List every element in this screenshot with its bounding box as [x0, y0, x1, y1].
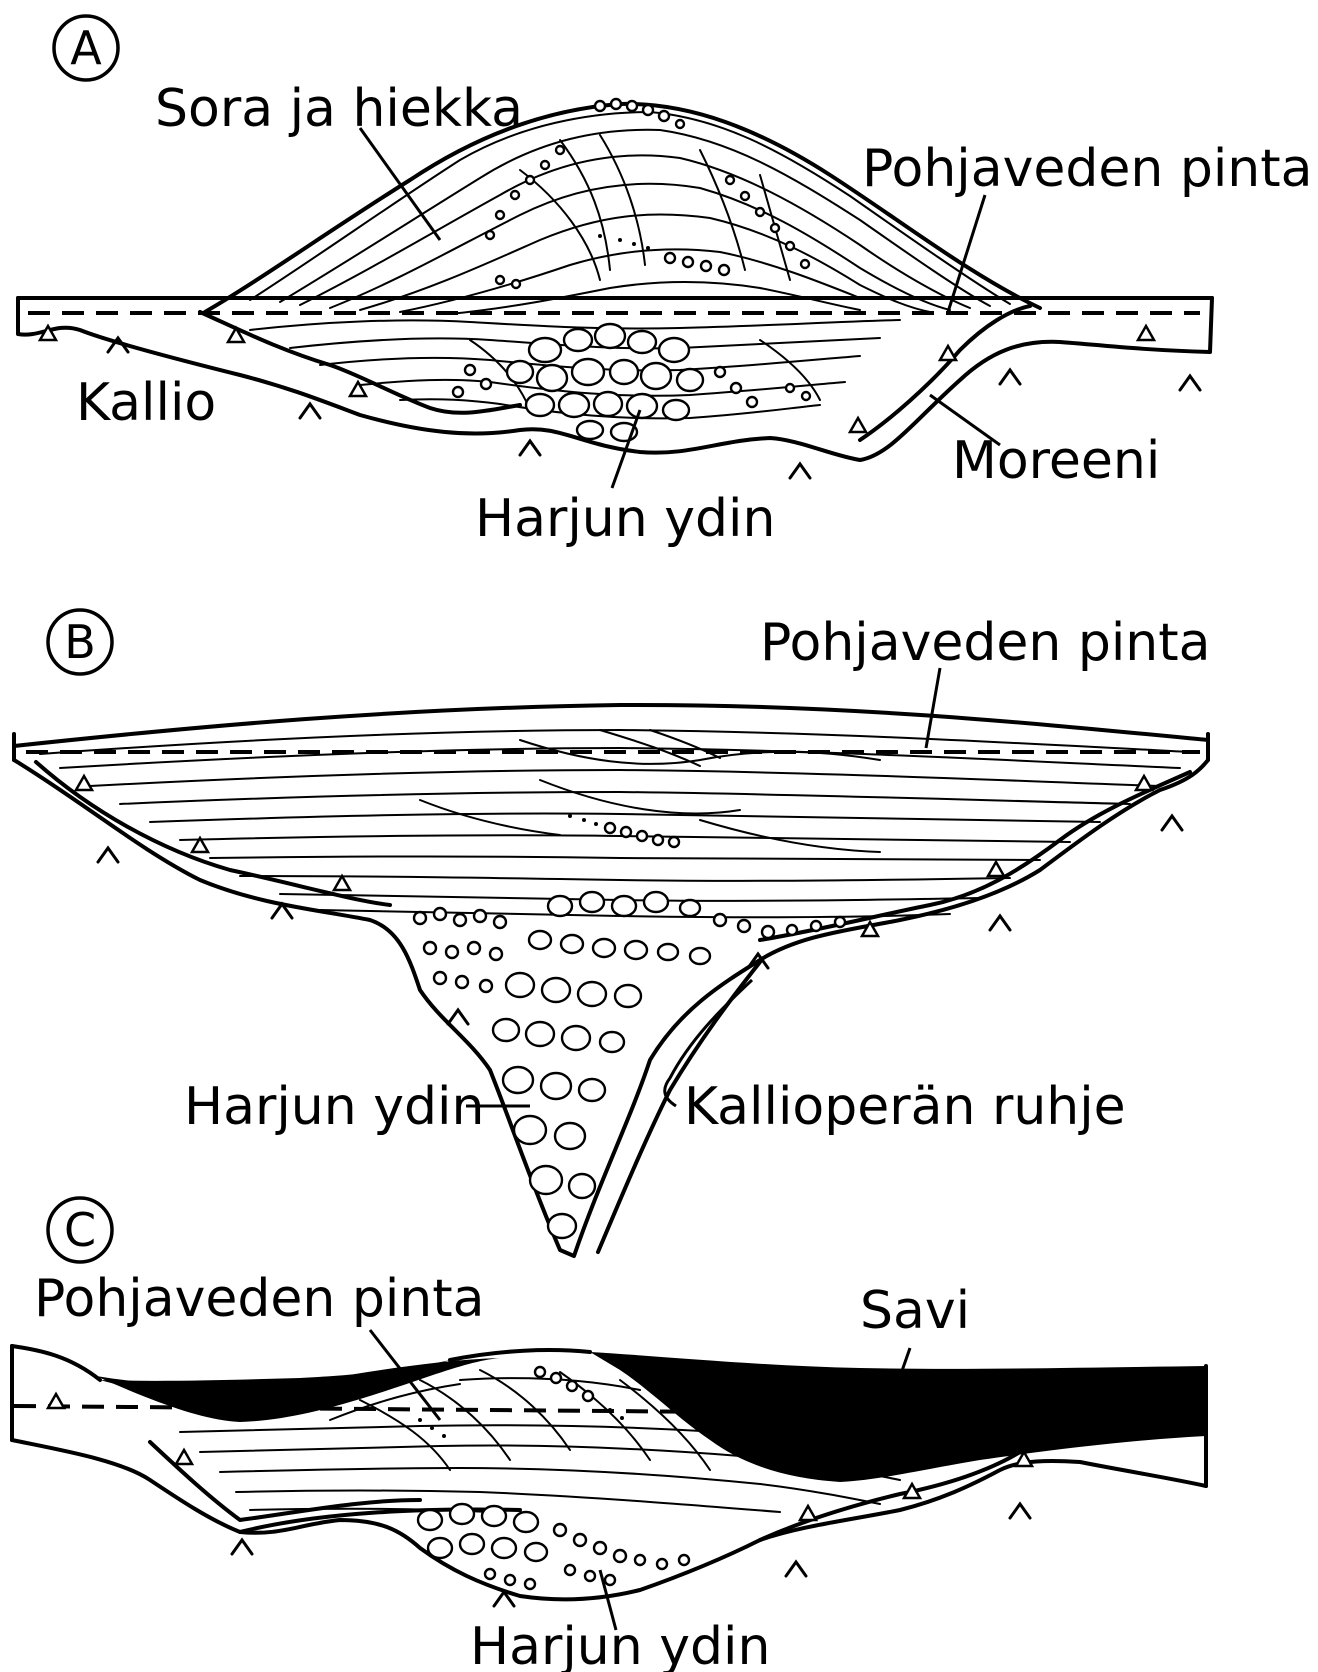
panel-a-label-pohjavesi: Pohjaveden pinta — [862, 139, 1313, 199]
panel-c-letter: C — [64, 1203, 96, 1257]
panel-c-gravel — [418, 1367, 689, 1589]
panel-a-letter-badge: A — [54, 16, 118, 80]
panel-b-label-ruhje: Kallioperän ruhje — [684, 1077, 1126, 1137]
panel-a-label-ydin: Harjun ydin — [475, 489, 775, 549]
panel-c-letter-badge: C — [48, 1198, 112, 1262]
panel-b-letter-badge: B — [48, 610, 112, 674]
panel-c: C — [12, 1198, 1206, 1672]
panel-c-label-savi: Savi — [860, 1281, 970, 1341]
panel-a-label-sora: Sora ja hiekka — [155, 79, 523, 139]
panel-b-basin-outline — [14, 705, 1208, 1256]
panel-a-letter: A — [70, 21, 102, 75]
panel-b-label-pohjavesi: Pohjaveden pinta — [760, 613, 1211, 673]
panel-b-strata — [40, 730, 1190, 917]
panel-a: A — [18, 16, 1313, 549]
panel-b-letter: B — [64, 615, 96, 669]
panel-a-label-kallio: Kallio — [76, 373, 216, 433]
panel-c-label-pohjavesi: Pohjaveden pinta — [34, 1269, 485, 1329]
panel-c-label-ydin: Harjun ydin — [470, 1617, 770, 1672]
panel-b: B — [14, 610, 1211, 1256]
panel-b-label-ydin: Harjun ydin — [184, 1077, 484, 1137]
panel-a-label-moreeni: Moreeni — [952, 431, 1160, 491]
